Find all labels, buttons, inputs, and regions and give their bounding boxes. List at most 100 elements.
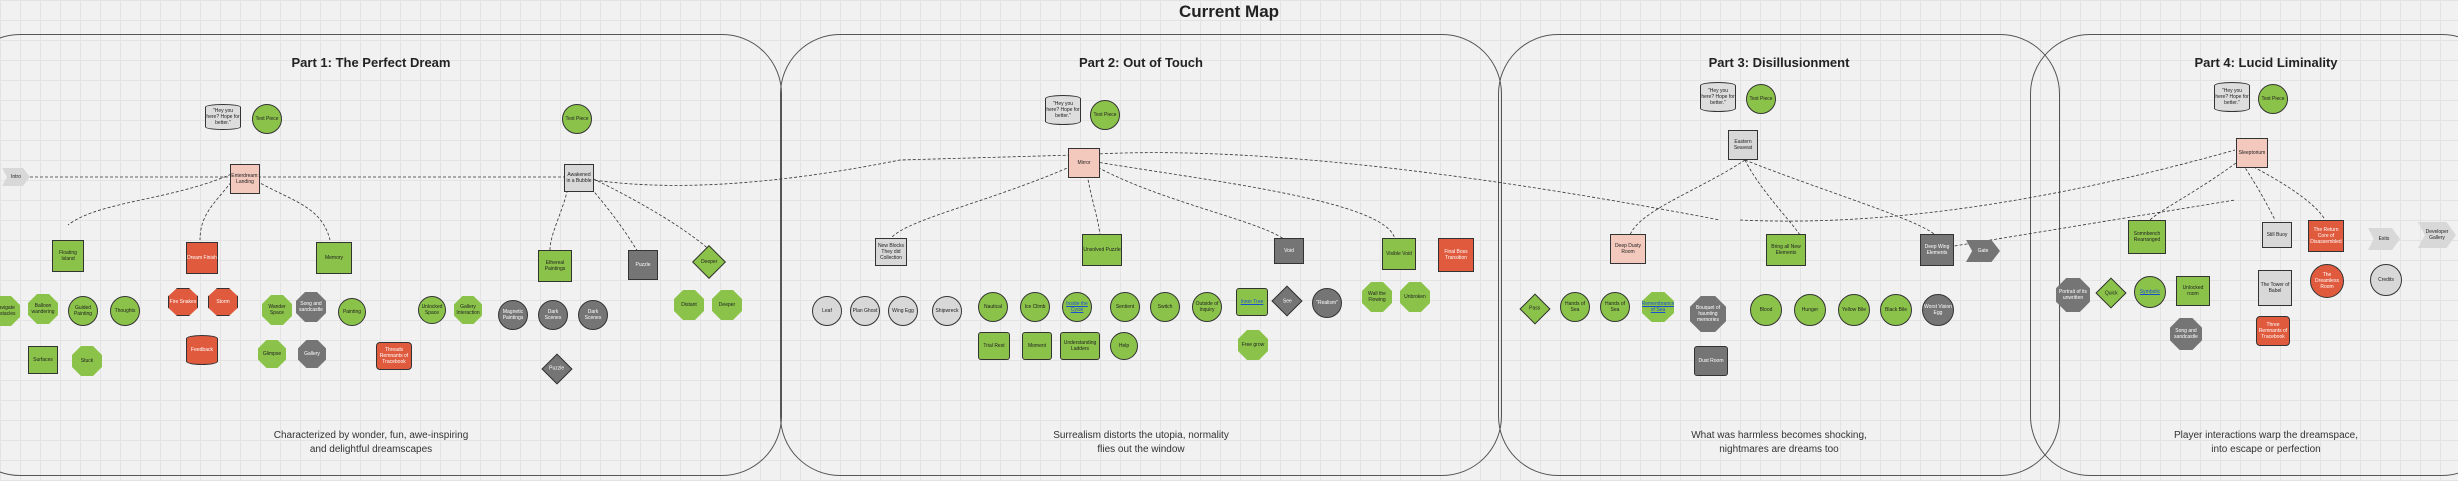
return-core-node[interactable]: The Return Core of Disassembled bbox=[2308, 220, 2344, 252]
realism-node[interactable]: "Realism" bbox=[1312, 288, 1342, 318]
part-title: Part 1: The Perfect Dream bbox=[291, 55, 451, 70]
part-title: Part 3: Disillusionment bbox=[1708, 55, 1850, 70]
somnbench-node[interactable]: Somnbench Rearranged bbox=[2128, 220, 2166, 254]
hunger-node[interactable]: Hunger bbox=[1794, 294, 1826, 326]
dust-room-node[interactable]: Dust Room bbox=[1694, 346, 1728, 376]
memory-node[interactable]: Memory bbox=[316, 242, 352, 274]
ethereal-paintings-node[interactable]: Dark Scenes bbox=[538, 300, 568, 330]
exits-arrow[interactable]: Exits bbox=[2368, 228, 2400, 250]
yellow-bile-node[interactable]: Yellow Bile bbox=[1838, 294, 1870, 326]
part-caption: Surrealism distorts the utopia, normalit… bbox=[1053, 430, 1229, 455]
glimpse-node[interactable]: Glimpse bbox=[258, 340, 286, 368]
wander-node[interactable]: Wander Space bbox=[262, 295, 292, 325]
symbolic-node[interactable]: Symbolic bbox=[2134, 276, 2166, 308]
credits-node[interactable]: Credits bbox=[2370, 264, 2402, 296]
gallery-int-node[interactable]: Gallery Interaction bbox=[454, 296, 482, 324]
portrait-node[interactable]: Portrait of its unwritten bbox=[2056, 278, 2090, 312]
inquiry-node[interactable]: Outside of Inquiry bbox=[1192, 292, 1222, 322]
unlocked-node[interactable]: Unlocked Space bbox=[418, 296, 446, 324]
text-piece-node[interactable]: Text Piece bbox=[2258, 84, 2288, 114]
floating-island-node[interactable]: Floating Island bbox=[52, 240, 84, 272]
sentient-node[interactable]: Sentient bbox=[1110, 292, 1140, 322]
gallery-node[interactable]: Gallery bbox=[298, 340, 326, 368]
guided-painting-node[interactable]: Guided Painting bbox=[68, 296, 98, 326]
remembrance-node[interactable]: Remembrance of Sea bbox=[1642, 292, 1674, 322]
unbroken-node[interactable]: Unbroken bbox=[1400, 282, 1430, 312]
hands-of-sea-node[interactable]: Hands of Sea bbox=[1600, 292, 1630, 322]
text-piece-node[interactable]: Text Piece bbox=[252, 104, 282, 134]
deeper-node[interactable]: Deeper bbox=[712, 290, 742, 320]
part-title: Part 2: Out of Touch bbox=[1079, 55, 1203, 70]
text-piece-node[interactable]: Text Piece bbox=[1746, 84, 1776, 114]
dialogue-cylinder[interactable]: "Hey you here? Hope for better." bbox=[2214, 82, 2250, 112]
understanding-node[interactable]: Understanding Ladders bbox=[1060, 332, 1100, 360]
stuck-node[interactable]: Stuck bbox=[72, 346, 102, 376]
wing-egg-node[interactable]: Wing Egg bbox=[888, 296, 918, 326]
thoughts-node[interactable]: Thoughts bbox=[110, 296, 140, 326]
wall-node[interactable]: Wall the Flowing bbox=[1362, 282, 1392, 312]
inside-cycle-node[interactable]: Inside the Cycle bbox=[1062, 292, 1092, 322]
song-sandcastle-node[interactable]: Song and sandcastle bbox=[2170, 318, 2202, 350]
trial-rest-node[interactable]: Trial Rest bbox=[978, 332, 1010, 360]
moment-node[interactable]: Moment bbox=[1022, 332, 1052, 360]
navigate-node[interactable]: Navigate obstacles bbox=[0, 296, 20, 326]
storm-node[interactable]: Storm bbox=[208, 288, 238, 316]
threads-node[interactable]: Threads Remnants of Tracebook bbox=[376, 342, 412, 370]
part-caption: Player interactions warp the dreamspace,… bbox=[2174, 430, 2358, 455]
part-2-frame: Part 2: Out of Touch Surrealism distorts… bbox=[780, 34, 1502, 476]
dialogue-cylinder[interactable]: "Hey you here? Hope for better." bbox=[1700, 82, 1736, 112]
help-node[interactable]: Help bbox=[1110, 332, 1138, 360]
black-bile-node[interactable]: Black Bile bbox=[1880, 294, 1912, 326]
hub-landing-node[interactable]: Enterdream: Landing bbox=[230, 164, 260, 194]
switch-node[interactable]: Switch bbox=[1150, 292, 1180, 322]
ethereal-node[interactable]: Ethereal Paintings bbox=[538, 250, 572, 282]
song-node[interactable]: Song and sandcastle bbox=[296, 292, 326, 322]
inner-tree-node[interactable]: Inner Tree bbox=[1236, 288, 1268, 316]
map-title: Current Map bbox=[1178, 2, 1280, 21]
text-piece-node[interactable]: Text Piece bbox=[1090, 100, 1120, 130]
unlocked-room-node[interactable]: Unlocked room bbox=[2176, 276, 2210, 306]
bouquet-node[interactable]: Bouquet of haunting memories bbox=[1690, 296, 1726, 332]
dreamless-node[interactable]: The Dreamless Room bbox=[2310, 264, 2344, 298]
painting-node[interactable]: Painting bbox=[338, 298, 366, 326]
dialogue-cylinder[interactable]: "Hey you here? Hope for better." bbox=[1045, 95, 1081, 125]
magnetic-node[interactable]: Magnetic Paintings bbox=[498, 300, 528, 330]
hub-eastern-node[interactable]: Eastern Seaveat bbox=[1728, 130, 1758, 160]
ice-climb-node[interactable]: Ice Climb bbox=[1020, 292, 1050, 322]
deep-dusty-node[interactable]: Deep Dusty Room bbox=[1610, 234, 1646, 264]
dream-finish-node[interactable]: Dream Finish bbox=[186, 242, 218, 274]
text-piece-node[interactable]: Text Piece bbox=[562, 104, 592, 134]
bring-elements-node[interactable]: Bring all New Elements bbox=[1766, 234, 1806, 266]
puzzle-node[interactable]: Puzzle bbox=[628, 250, 658, 280]
void-node[interactable]: Void bbox=[1274, 238, 1304, 264]
shipwreck-node[interactable]: Shipwreck bbox=[932, 296, 962, 326]
tower-node[interactable]: The Tower of Babel bbox=[2258, 270, 2292, 306]
plan-ghost-node[interactable]: Plan Ghost bbox=[850, 296, 880, 326]
new-blocks-node[interactable]: New Blocks They did Collection bbox=[875, 238, 907, 266]
three-remnants-node[interactable]: Three Remnants of Tracebook bbox=[2256, 316, 2290, 346]
hub-bubble-node[interactable]: Awakened in a Bubble bbox=[564, 164, 594, 192]
red-cylinder-node[interactable]: Feedback bbox=[186, 335, 218, 365]
hub-mirror-node[interactable]: Mirror bbox=[1068, 148, 1100, 178]
deep-wing-node[interactable]: Deep Wing Elements bbox=[1920, 234, 1954, 266]
hub-sleeptorium-node[interactable]: Sleeptorium bbox=[2236, 138, 2268, 168]
worst-vision-node[interactable]: Worst Vision Egg bbox=[1922, 294, 1954, 326]
hands-node[interactable]: Hands of Sea bbox=[1560, 292, 1590, 322]
dialogue-cylinder[interactable]: "Hey you here? Hope for better." bbox=[205, 104, 241, 130]
unsolved-node[interactable]: Unsolved Puzzle bbox=[1082, 234, 1122, 266]
blood-node[interactable]: Blood bbox=[1750, 294, 1782, 326]
free-grow-node[interactable]: Free grow bbox=[1238, 330, 1268, 360]
distant-node[interactable]: Distant bbox=[674, 290, 704, 320]
fire-snakes-node[interactable]: Fire Snakes bbox=[168, 288, 198, 316]
leaf-node[interactable]: Leaf bbox=[812, 296, 842, 326]
still-buoy-node[interactable]: Still Buoy bbox=[2262, 222, 2292, 248]
final-boss-node[interactable]: Final Boss Transition bbox=[1438, 238, 1474, 272]
balloon-node[interactable]: Balloon wandering bbox=[28, 294, 58, 324]
gate-arrow[interactable]: Gate bbox=[1966, 240, 2000, 262]
intro-arrow[interactable]: Intro bbox=[2, 168, 30, 186]
nautical-node[interactable]: Nautical bbox=[978, 292, 1008, 322]
surfaces-node[interactable]: Surfaces bbox=[28, 346, 58, 374]
visible-void-node[interactable]: Visible Void bbox=[1382, 238, 1416, 270]
dark-scenes-node[interactable]: Dark Scenes bbox=[578, 300, 608, 330]
